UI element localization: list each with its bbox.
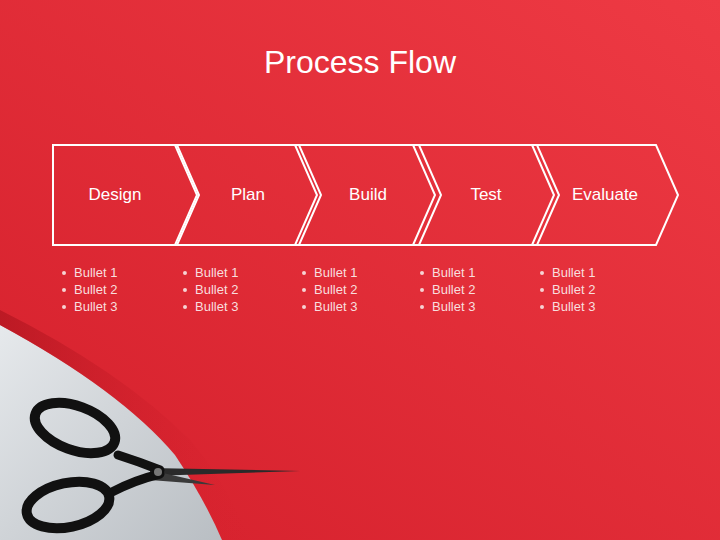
bullet-dot bbox=[540, 271, 544, 275]
step-label: Evaluate bbox=[572, 185, 638, 205]
bullet-text: Bullet 1 bbox=[432, 265, 475, 280]
bullet-text: Bullet 2 bbox=[314, 282, 357, 297]
bullet-dot bbox=[420, 271, 424, 275]
bullet-text: Bullet 2 bbox=[432, 282, 475, 297]
step-label: Design bbox=[89, 185, 142, 205]
bullet-dot bbox=[420, 288, 424, 292]
chevron-shape bbox=[532, 145, 678, 245]
bullet-text: Bullet 3 bbox=[432, 299, 475, 314]
bullet-text: Bullet 1 bbox=[314, 265, 357, 280]
bullet-dot bbox=[420, 305, 424, 309]
paper-curl bbox=[0, 310, 250, 540]
bullet-text: Bullet 1 bbox=[195, 265, 238, 280]
process-chevron: Plan bbox=[175, 145, 321, 245]
bullet-item: Bullet 1 bbox=[183, 265, 238, 280]
bullet-dot bbox=[540, 305, 544, 309]
scissors bbox=[22, 393, 300, 535]
slide-title: Process Flow bbox=[0, 44, 720, 81]
bullet-item: Bullet 1 bbox=[302, 265, 357, 280]
bullet-dot bbox=[302, 271, 306, 275]
step-label: Build bbox=[349, 185, 387, 205]
bullet-item: Bullet 2 bbox=[302, 282, 357, 297]
bullet-dot bbox=[62, 288, 66, 292]
bullet-item: Bullet 3 bbox=[302, 299, 357, 314]
bullet-dot bbox=[62, 271, 66, 275]
bullet-item: Bullet 1 bbox=[540, 265, 595, 280]
bullet-item: Bullet 2 bbox=[183, 282, 238, 297]
bullet-item: Bullet 2 bbox=[540, 282, 595, 297]
bullet-item: Bullet 2 bbox=[420, 282, 475, 297]
bullet-dot bbox=[62, 305, 66, 309]
bullet-text: Bullet 1 bbox=[74, 265, 117, 280]
bullet-item: Bullet 1 bbox=[62, 265, 117, 280]
bullet-text: Bullet 2 bbox=[195, 282, 238, 297]
bullet-item: Bullet 3 bbox=[420, 299, 475, 314]
process-chevron: Design bbox=[53, 145, 199, 245]
bullet-dot bbox=[540, 288, 544, 292]
step-label: Test bbox=[470, 185, 501, 205]
bullet-text: Bullet 3 bbox=[314, 299, 357, 314]
bullet-item: Bullet 2 bbox=[62, 282, 117, 297]
bullet-text: Bullet 2 bbox=[552, 282, 595, 297]
bullet-text: Bullet 2 bbox=[74, 282, 117, 297]
bullet-text: Bullet 3 bbox=[552, 299, 595, 314]
bullet-dot bbox=[302, 288, 306, 292]
bullet-dot bbox=[183, 271, 187, 275]
bullet-item: Bullet 3 bbox=[183, 299, 238, 314]
bullet-text: Bullet 3 bbox=[74, 299, 117, 314]
chevron-shape bbox=[413, 145, 559, 245]
bullet-text: Bullet 3 bbox=[195, 299, 238, 314]
bullet-text: Bullet 1 bbox=[552, 265, 595, 280]
bullet-item: Bullet 1 bbox=[420, 265, 475, 280]
process-chevron: Evaluate bbox=[532, 145, 678, 245]
step-label: Plan bbox=[231, 185, 265, 205]
bullet-dot bbox=[302, 305, 306, 309]
process-chevron: Test bbox=[413, 145, 559, 245]
bullet-item: Bullet 3 bbox=[540, 299, 595, 314]
bullet-dot bbox=[183, 288, 187, 292]
peeled-corner bbox=[0, 325, 222, 540]
chevron-shape bbox=[53, 145, 199, 245]
chevron-shape bbox=[175, 145, 321, 245]
bullet-dot bbox=[183, 305, 187, 309]
bullet-item: Bullet 3 bbox=[62, 299, 117, 314]
